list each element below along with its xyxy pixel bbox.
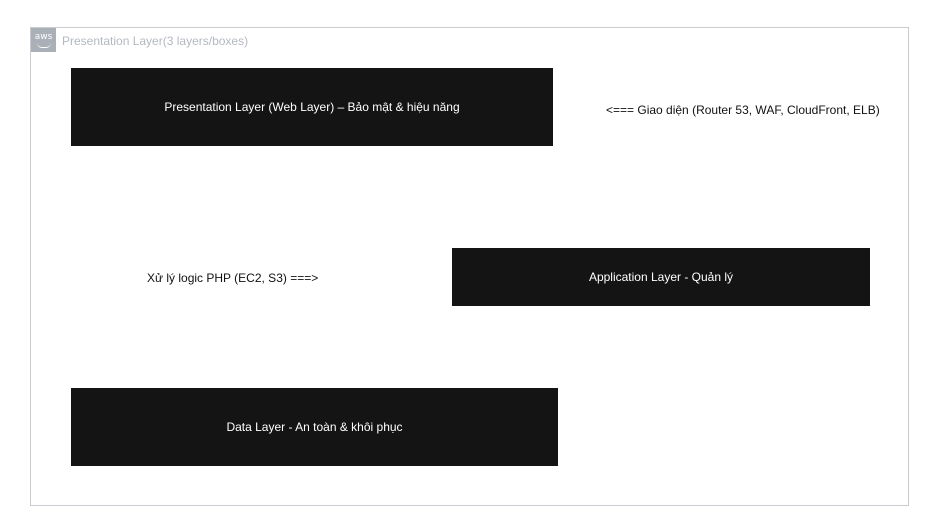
- aws-logo-text: aws: [34, 32, 53, 42]
- application-layer-box[interactable]: Application Layer - Quản lý: [452, 248, 870, 306]
- presentation-layer-label: Presentation Layer (Web Layer) – Bảo mật…: [164, 100, 460, 114]
- aws-logo-icon: aws: [31, 28, 56, 52]
- aws-smile-mark: [36, 43, 51, 48]
- data-layer-label: Data Layer - An toàn & khôi phục: [226, 420, 403, 434]
- presentation-layer-note: <=== Giao diện (Router 53, WAF, CloudFro…: [606, 103, 880, 117]
- application-layer-label: Application Layer - Quản lý: [588, 270, 734, 284]
- presentation-layer-box[interactable]: Presentation Layer (Web Layer) – Bảo mật…: [71, 68, 553, 146]
- application-layer-note: Xử lý logic PHP (EC2, S3) ===>: [147, 271, 319, 285]
- group-title: Presentation Layer(3 layers/boxes): [62, 34, 249, 48]
- data-layer-box[interactable]: Data Layer - An toàn & khôi phục: [71, 388, 558, 466]
- aws-group-frame: [30, 27, 909, 506]
